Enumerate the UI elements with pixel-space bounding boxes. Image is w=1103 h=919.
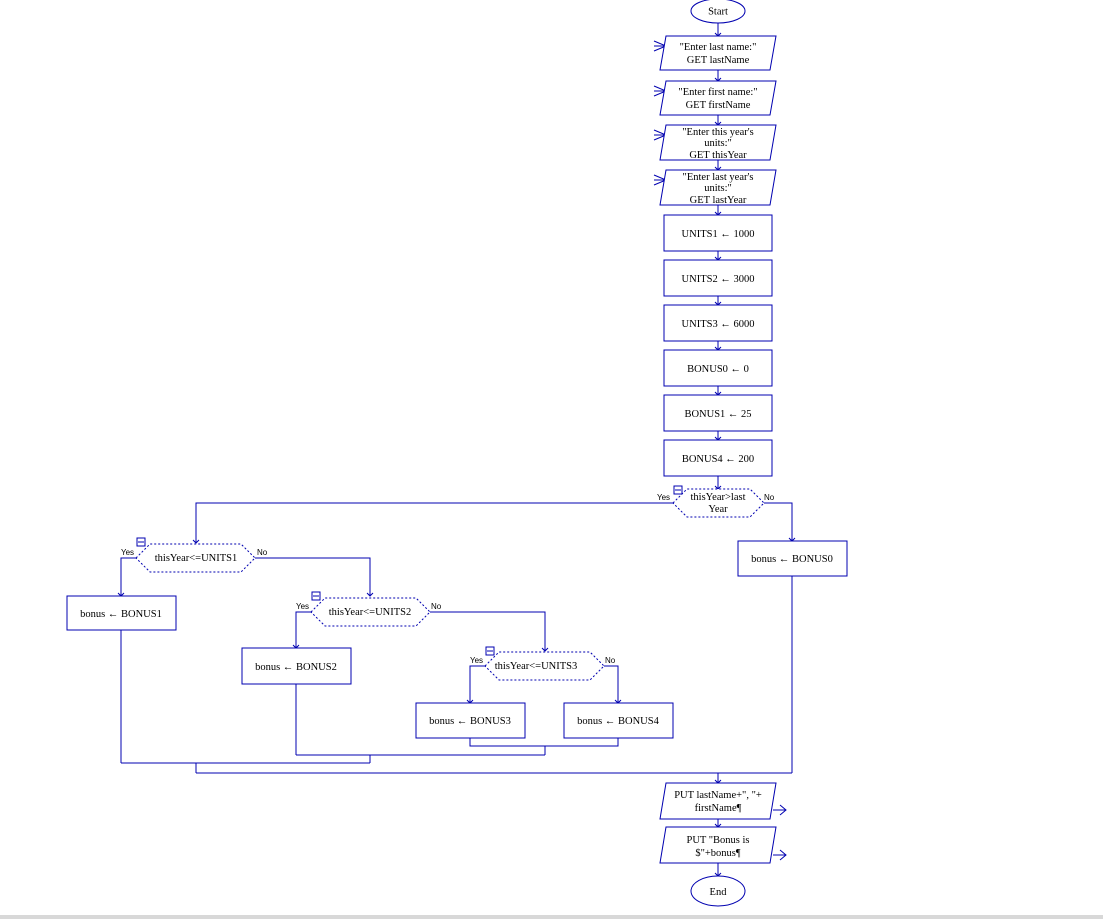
d1-yes-label: Yes bbox=[121, 548, 134, 557]
svg-text:BONUS1 ← 25: BONUS1 ← 25 bbox=[684, 409, 751, 420]
d0-no-label: No bbox=[764, 493, 775, 502]
assign-units3: UNITS3 ← 6000 bbox=[663, 304, 773, 342]
svg-text:GET lastYear: GET lastYear bbox=[690, 195, 747, 206]
d0-yes-label: Yes bbox=[657, 493, 670, 502]
svg-text:GET firstName: GET firstName bbox=[686, 100, 751, 111]
svg-text:Start: Start bbox=[708, 7, 728, 18]
assign-bonus-bonus1: bonus ← BONUS1 bbox=[66, 595, 177, 631]
input-last-name: "Enter last name:" GET lastName bbox=[659, 35, 777, 71]
svg-text:PUT lastName+", "+: PUT lastName+", "+ bbox=[674, 790, 762, 801]
svg-text:"Enter this year's: "Enter this year's bbox=[682, 127, 754, 138]
svg-text:firstName¶: firstName¶ bbox=[695, 803, 742, 814]
svg-text:"Enter last name:": "Enter last name:" bbox=[680, 42, 757, 53]
svg-text:BONUS0 ← 0: BONUS0 ← 0 bbox=[687, 364, 749, 375]
d3-no-label: No bbox=[605, 656, 616, 665]
d1-no-label: No bbox=[257, 548, 268, 557]
assign-bonus-bonus2: bonus ← BONUS2 bbox=[241, 647, 352, 685]
svg-text:$"+bonus¶: $"+bonus¶ bbox=[695, 848, 741, 859]
svg-text:"Enter last year's: "Enter last year's bbox=[683, 172, 754, 183]
svg-text:bonus ← BONUS3: bonus ← BONUS3 bbox=[429, 716, 511, 727]
svg-text:UNITS2 ← 3000: UNITS2 ← 3000 bbox=[682, 274, 755, 285]
svg-text:bonus ← BONUS1: bonus ← BONUS1 bbox=[80, 609, 162, 620]
input-last-year: "Enter last year's units:" GET lastYear bbox=[659, 169, 777, 206]
svg-text:UNITS3 ← 6000: UNITS3 ← 6000 bbox=[682, 319, 755, 330]
bottom-edge-bar bbox=[0, 915, 1103, 919]
svg-text:units:": units:" bbox=[704, 183, 732, 194]
svg-text:End: End bbox=[710, 887, 728, 898]
svg-text:bonus ← BONUS4: bonus ← BONUS4 bbox=[577, 716, 659, 727]
svg-text:thisYear<=UNITS2: thisYear<=UNITS2 bbox=[329, 607, 412, 618]
decision-this-year-gt-last-year: thisYear>last Year bbox=[672, 485, 765, 518]
assign-bonus-bonus3: bonus ← BONUS3 bbox=[415, 702, 526, 739]
svg-text:UNITS1 ← 1000: UNITS1 ← 1000 bbox=[682, 229, 755, 240]
svg-text:GET thisYear: GET thisYear bbox=[689, 150, 747, 161]
connector-lines bbox=[117, 23, 796, 877]
svg-text:thisYear<=UNITS1: thisYear<=UNITS1 bbox=[155, 553, 238, 564]
decision-this-year-le-units2: thisYear<=UNITS2 bbox=[310, 591, 431, 627]
decision-this-year-le-units3: thisYear<=UNITS3 bbox=[484, 646, 605, 681]
svg-text:thisYear>last: thisYear>last bbox=[690, 492, 745, 503]
d3-yes-label: Yes bbox=[470, 656, 483, 665]
assign-bonus0: BONUS0 ← 0 bbox=[663, 349, 773, 387]
assign-units1: UNITS1 ← 1000 bbox=[663, 214, 773, 252]
svg-text:Year: Year bbox=[708, 504, 728, 515]
svg-text:thisYear<=UNITS3: thisYear<=UNITS3 bbox=[495, 661, 578, 672]
svg-text:BONUS4 ← 200: BONUS4 ← 200 bbox=[682, 454, 754, 465]
assign-units2: UNITS2 ← 3000 bbox=[663, 259, 773, 297]
svg-text:bonus ← BONUS2: bonus ← BONUS2 bbox=[255, 662, 337, 673]
assign-bonus4: BONUS4 ← 200 bbox=[663, 439, 773, 477]
start-terminal: Start bbox=[690, 0, 746, 24]
assign-bonus-bonus4: bonus ← BONUS4 bbox=[563, 702, 674, 739]
output-bonus: PUT "Bonus is $"+bonus¶ bbox=[659, 826, 777, 864]
svg-text:bonus ← BONUS0: bonus ← BONUS0 bbox=[751, 554, 833, 565]
output-name: PUT lastName+", "+ firstName¶ bbox=[659, 782, 777, 820]
svg-text:GET lastName: GET lastName bbox=[687, 55, 750, 66]
d2-yes-label: Yes bbox=[296, 602, 309, 611]
svg-text:"Enter first name:": "Enter first name:" bbox=[678, 87, 757, 98]
input-first-name: "Enter first name:" GET firstName bbox=[659, 80, 777, 116]
d2-no-label: No bbox=[431, 602, 442, 611]
svg-text:PUT "Bonus is: PUT "Bonus is bbox=[686, 835, 749, 846]
assign-bonus1: BONUS1 ← 25 bbox=[663, 394, 773, 432]
decision-this-year-le-units1: thisYear<=UNITS1 bbox=[135, 537, 256, 573]
end-terminal: End bbox=[690, 875, 746, 907]
assign-bonus-bonus0: bonus ← BONUS0 bbox=[737, 540, 848, 577]
svg-text:units:": units:" bbox=[704, 138, 732, 149]
input-this-year: "Enter this year's units:" GET thisYear bbox=[659, 124, 777, 161]
